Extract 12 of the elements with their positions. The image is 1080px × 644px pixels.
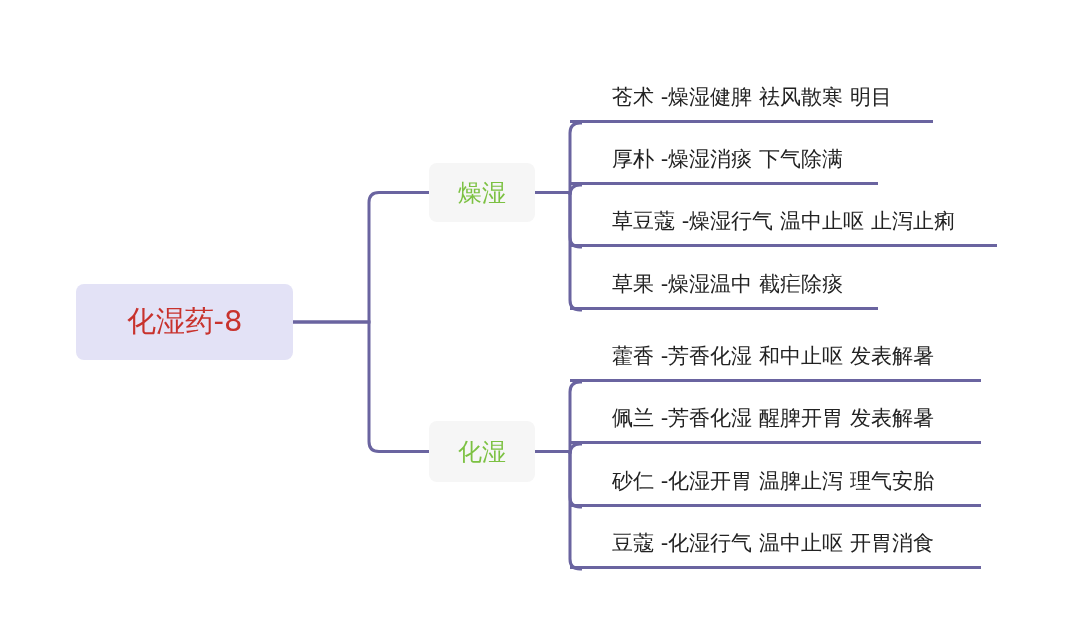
underlined-topic: 苍术 -燥湿健脾 祛风散寒 明目	[570, 73, 933, 123]
underlined-topic: 佩兰 -芳香化湿 醒脾开胃 发表解暑	[570, 394, 981, 444]
underlined-topic: 藿香 -芳香化湿 和中止呕 发表解暑	[570, 332, 981, 382]
branch-topic-box: 燥湿	[429, 163, 535, 222]
underlined-topic: 厚朴 -燥湿消痰 下气除满	[570, 135, 878, 185]
connector-line	[293, 320, 429, 453]
underlined-topic: 草豆蔻 -燥湿行气 温中止呕 止泻止痢	[570, 197, 997, 247]
underlined-topic: 砂仁 -化湿开胃 温脾止泻 理气安胎	[570, 457, 981, 507]
branch-topic-box: 化湿	[429, 421, 535, 482]
underlined-topic: 豆蔻 -化湿行气 温中止呕 开胃消食	[570, 519, 981, 569]
underlined-topic: 草果 -燥湿温中 截疟除痰	[570, 260, 878, 310]
root-topic-box: 化湿药-8	[76, 284, 293, 360]
